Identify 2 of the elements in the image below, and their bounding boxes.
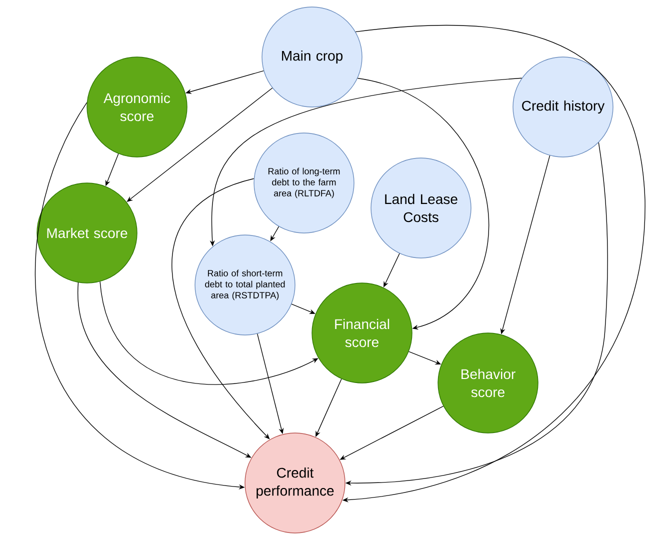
arrow <box>357 78 490 330</box>
arrow <box>172 178 270 440</box>
